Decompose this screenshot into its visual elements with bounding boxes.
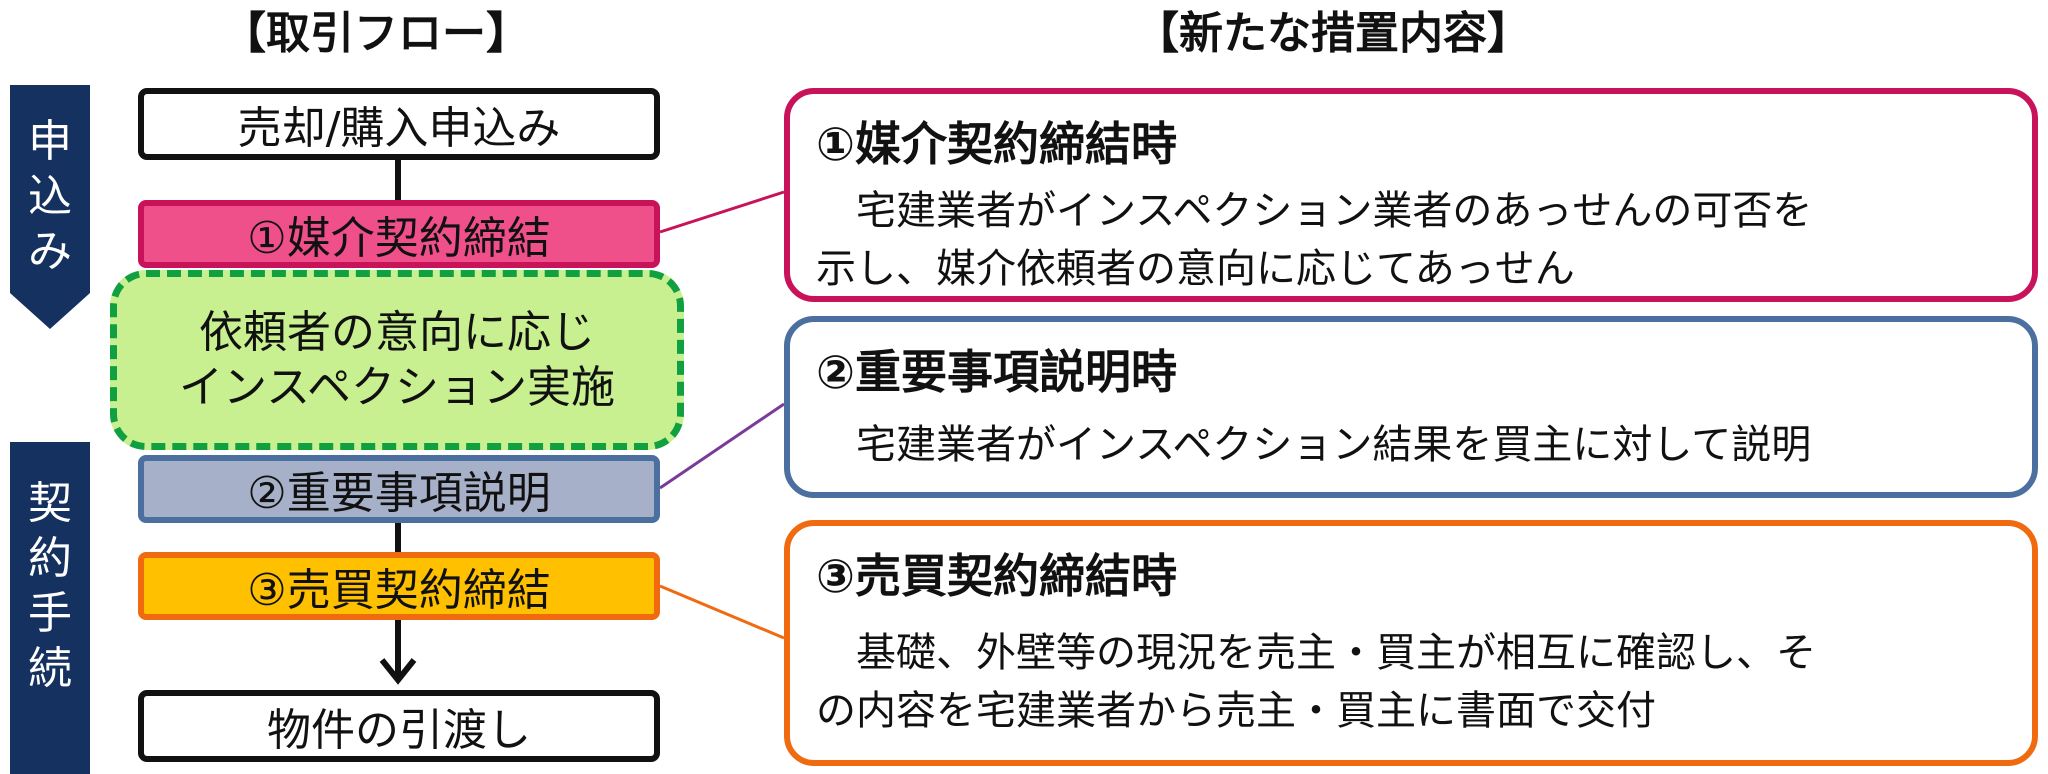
panel-sales-contract: ③売買契約締結時 基礎、外壁等の現況を売主・買主が相互に確認し、そ の内容を宅建… [784, 520, 2038, 766]
step-important-matters: ②重要事項説明 [138, 455, 660, 523]
step-sales-contract: ③売買契約締結 [138, 552, 660, 620]
measures-header: 【新たな措置内容】 [1135, 8, 1531, 59]
panel-brokerage-line-1: 宅建業者がインスペクション業者のあっせんの可否を [856, 188, 1813, 234]
step-offer-label: 売却/購入申込み [237, 103, 561, 154]
connector-step1 [659, 190, 785, 234]
panel-important-matters-line-1: 宅建業者がインスペクション結果を買主に対して説明 [856, 422, 1812, 468]
panel-sales-contract-line-1: 基礎、外壁等の現況を売主・買主が相互に確認し、そ [856, 630, 1816, 676]
phase-band-contract [10, 442, 90, 774]
phase-label-contract: 契 約 手 続 [18, 476, 82, 696]
step-brokerage-label: ①媒介契約締結 [247, 213, 551, 264]
step-offer: 売却/購入申込み [138, 88, 660, 160]
step-brokerage-contract: ①媒介契約締結 [138, 200, 660, 268]
panel-sales-contract-title: ③売買契約締結時 [816, 549, 1177, 603]
panel-sales-contract-line-2: の内容を宅建業者から売主・買主に書面で交付 [816, 688, 1656, 734]
step-handover: 物件の引渡し [138, 690, 660, 762]
arrow-head [379, 658, 417, 685]
inspection-step: 依頼者の意向に応じ インスペクション実施 [110, 270, 684, 450]
inspection-line-1: 依頼者の意向に応じ [199, 307, 595, 358]
phase-char: 約 [28, 533, 72, 584]
panel-brokerage-body: 宅建業者がインスペクション業者のあっせんの可否を 示し、媒介依頼者の意向に応じて… [816, 182, 1812, 298]
panel-brokerage-title: ①媒介契約締結時 [816, 117, 1177, 171]
phase-char: み [28, 226, 72, 277]
phase-char: 契 [28, 478, 72, 529]
panel-important-matters-body: 宅建業者がインスペクション結果を買主に対して説明 [816, 416, 1811, 474]
flow-header: 【取引フロー】 [222, 8, 530, 59]
panel-sales-contract-body: 基礎、外壁等の現況を売主・買主が相互に確認し、そ の内容を宅建業者から売主・買主… [816, 624, 1816, 740]
phase-label-application: 申 込 み [18, 114, 82, 279]
connector-step2 [659, 402, 785, 490]
phase-char: 申 [28, 116, 72, 167]
panel-important-matters: ②重要事項説明時 宅建業者がインスペクション結果を買主に対して説明 [784, 316, 2038, 498]
panel-important-matters-title: ②重要事項説明時 [816, 345, 1177, 399]
phase-char: 込 [28, 171, 72, 222]
panel-brokerage: ①媒介契約締結時 宅建業者がインスペクション業者のあっせんの可否を 示し、媒介依… [784, 88, 2038, 302]
phase-char: 手 [28, 588, 72, 639]
step-important-matters-label: ②重要事項説明 [247, 468, 551, 519]
connector-step3 [659, 584, 785, 640]
inspection-line-2: インスペクション実施 [178, 362, 616, 413]
panel-brokerage-line-2: 示し、媒介依頼者の意向に応じてあっせん [816, 246, 1575, 292]
phase-char: 続 [28, 643, 72, 694]
step-handover-label: 物件の引渡し [267, 705, 531, 756]
phase-band-application [10, 85, 90, 329]
step-sales-contract-label: ③売買契約締結 [247, 565, 551, 616]
